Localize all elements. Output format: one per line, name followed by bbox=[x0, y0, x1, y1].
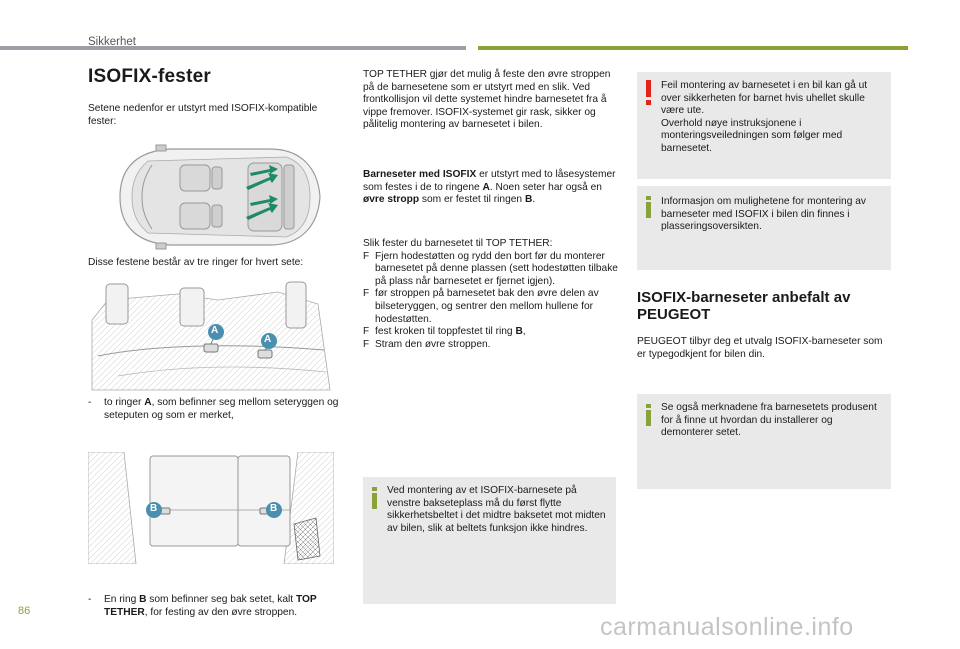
section-label: Sikkerhet bbox=[88, 36, 136, 48]
info-note-text: Informasjon om mulighetene for montering… bbox=[661, 196, 866, 233]
info-note-box: Ved montering av et ISOFIX-barnesete på … bbox=[363, 477, 616, 604]
isofix-seats-paragraph: Barneseter med ISOFIX er utstyrt med to … bbox=[363, 169, 616, 206]
header-rule-accent bbox=[478, 46, 908, 50]
ring-b-marker: B bbox=[270, 503, 278, 514]
page-title: ISOFIX-fester bbox=[88, 66, 211, 87]
step-marker: F bbox=[363, 250, 370, 262]
ring-a-marker: A bbox=[264, 334, 272, 345]
info-note-text: Ved montering av et ISOFIX-barnesete på … bbox=[387, 485, 606, 534]
info-icon bbox=[644, 404, 654, 428]
header-rule bbox=[0, 46, 466, 50]
step-marker: F bbox=[363, 288, 370, 300]
dash-marker: - bbox=[88, 594, 92, 606]
info-icon bbox=[644, 196, 654, 220]
info-note-box: Informasjon om mulighetene for montering… bbox=[637, 186, 891, 270]
ring-b-marker: B bbox=[150, 503, 158, 514]
warning-note-text: Feil montering av barnesetet i en bil ka… bbox=[661, 80, 868, 154]
ring-b-description: -En ring B som befinner seg bak setet, k… bbox=[88, 594, 317, 618]
steps-block: Slik fester du barnesetet til TOP TETHER… bbox=[363, 238, 618, 351]
steps-intro: Slik fester du barnesetet til TOP TETHER… bbox=[363, 238, 553, 249]
section-subtitle: ISOFIX-barneseter anbefalt av PEUGEOT bbox=[637, 289, 851, 323]
warning-icon bbox=[644, 80, 654, 106]
car-top-view-illustration bbox=[100, 143, 328, 251]
intro-text: Setene nedenfor er utstyrt med ISOFIX-ko… bbox=[88, 103, 318, 127]
recommend-text: PEUGEOT tilbyr deg et utvalg ISOFIX-barn… bbox=[637, 336, 883, 360]
ring-a-marker: A bbox=[211, 325, 219, 336]
rings-intro-text: Disse festene består av tre ringer for h… bbox=[88, 257, 304, 268]
ring-a-illustration: A A bbox=[88, 280, 334, 392]
ring-a-description: -to ringer A, som befinner seg mellom se… bbox=[88, 397, 339, 421]
warning-note-box: Feil montering av barnesetet i en bil ka… bbox=[637, 72, 891, 179]
dash-marker: - bbox=[88, 397, 92, 408]
watermark: carmanualsonline.info bbox=[600, 613, 854, 641]
page-number: 86 bbox=[18, 605, 31, 617]
top-tether-paragraph: TOP TETHER gjør det mulig å feste den øv… bbox=[363, 69, 611, 131]
step-marker: F bbox=[363, 338, 370, 350]
step-marker: F bbox=[363, 326, 370, 338]
info-note-text: Se også merknadene fra barnesetets produ… bbox=[661, 402, 877, 439]
info-note-box: Se også merknadene fra barnesetets produ… bbox=[637, 394, 891, 489]
ring-b-illustration: B B bbox=[87, 451, 335, 565]
info-icon bbox=[370, 487, 380, 511]
